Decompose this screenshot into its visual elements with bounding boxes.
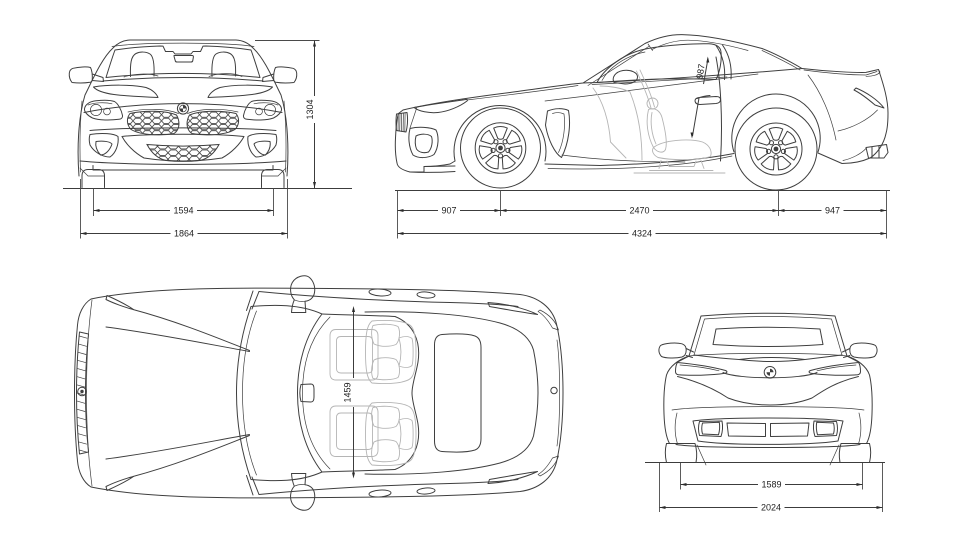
svg-text:947: 947: [825, 206, 840, 216]
svg-text:987: 987: [694, 63, 706, 80]
svg-text:2024: 2024: [761, 503, 781, 513]
svg-text:2470: 2470: [629, 206, 649, 216]
svg-text:1594: 1594: [173, 206, 193, 216]
svg-text:1589: 1589: [761, 480, 781, 490]
svg-text:1864: 1864: [174, 229, 194, 239]
svg-text:1459: 1459: [343, 382, 353, 402]
svg-text:4324: 4324: [632, 229, 652, 239]
svg-text:907: 907: [441, 206, 456, 216]
svg-text:1304: 1304: [305, 99, 315, 119]
